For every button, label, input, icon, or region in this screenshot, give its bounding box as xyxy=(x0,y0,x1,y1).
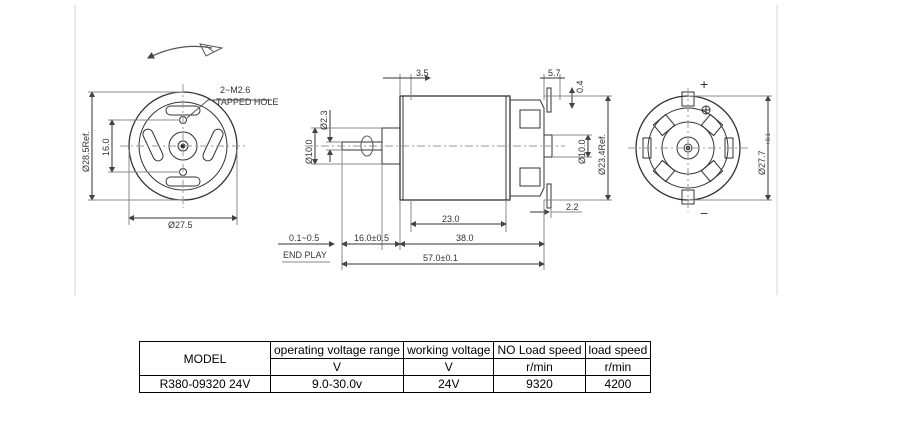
working-voltage-header: working voltage xyxy=(403,341,495,359)
dim-body-dia: Ø23.4Ref. xyxy=(597,134,607,175)
dim-top-left: 3.5 xyxy=(416,68,429,78)
minus-sign: − xyxy=(700,205,708,221)
voltage-range-header: operating voltage range xyxy=(269,341,405,359)
dim-rear-dia: Ø27.7 xyxy=(757,150,767,175)
spec-units-row: V V r/min r/min xyxy=(140,358,652,376)
dim-top-right: 5.7 xyxy=(548,68,561,78)
model-value: R380-09320 24V xyxy=(139,375,271,393)
drawing-frame xyxy=(74,5,778,295)
dim-end-play: 0.1~0.5 xyxy=(289,233,319,243)
dim-body-length-part: 23.0 xyxy=(442,214,460,224)
spec-table: MODEL operating voltage range working vo… xyxy=(139,341,652,393)
hole-callout-line1: 2~M2.6 xyxy=(220,85,250,95)
no-load-speed-header: NO Load speed xyxy=(493,341,586,359)
load-speed-header: load speed xyxy=(584,341,652,359)
dim-terminal: 0.4 xyxy=(575,80,585,93)
no-load-speed-unit: r/min xyxy=(493,358,586,376)
hole-callout-line2: TAPPED HOLE xyxy=(216,97,278,107)
dim-rear-tol: +0.1 xyxy=(766,132,772,145)
dim-boss-dia: Ø10.0 xyxy=(304,139,314,164)
dim-front-width: Ø27.5 xyxy=(168,220,193,230)
dim-boss-dia-rear: Ø10.0 xyxy=(577,139,587,164)
voltage-range-unit: V xyxy=(269,358,405,376)
no-load-speed-value: 9320 xyxy=(493,375,586,393)
working-voltage-value: 24V xyxy=(403,375,495,393)
dim-total-length: 57.0±0.1 xyxy=(423,253,458,263)
load-speed-value: 4200 xyxy=(584,375,652,393)
plus-sign: + xyxy=(700,76,708,92)
voltage-range-value: 9.0-30.0v xyxy=(269,375,405,393)
spec-data-row: R380-09320 24V 9.0-30.0v 24V 9320 4200 xyxy=(139,375,652,393)
dim-outer-diameter: Ø28.5Ref. xyxy=(81,131,91,172)
dim-hole-spacing: 16.0 xyxy=(101,138,111,156)
motor-technical-drawing: 2~M2.6 TAPPED HOLE Ø28.5Ref. 16.0 Ø27.5 xyxy=(74,5,778,295)
dim-shaft-dia: Ø2.3 xyxy=(319,110,329,130)
dim-terminal-offset: 2.2 xyxy=(566,202,579,212)
rear-view xyxy=(628,88,772,212)
load-speed-unit: r/min xyxy=(584,358,652,376)
rotation-arrow-icon xyxy=(146,43,224,59)
dim-body-length: 38.0 xyxy=(456,233,474,243)
spec-header-row: MODEL operating voltage range working vo… xyxy=(139,341,652,376)
working-voltage-unit: V xyxy=(403,358,495,376)
model-header: MODEL xyxy=(139,341,271,376)
front-view xyxy=(88,84,272,225)
dim-shaft-length: 16.0±0.5 xyxy=(354,233,389,243)
end-play-label: END PLAY xyxy=(283,250,327,260)
side-view xyxy=(278,74,612,270)
